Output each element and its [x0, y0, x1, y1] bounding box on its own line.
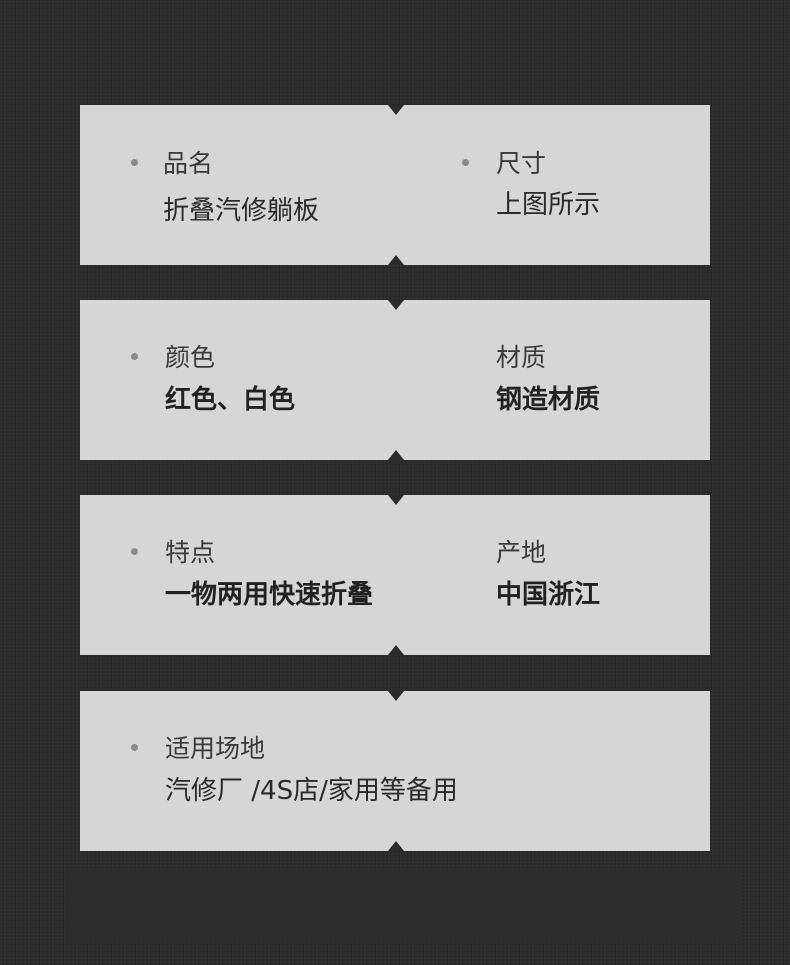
spec-label-name: 品名 — [163, 149, 214, 178]
spec-card-name-size: 品名 折叠汽修躺板 尺寸 上图所示 — [80, 105, 710, 265]
bottom-band — [66, 868, 742, 940]
spec-card-feature-origin: 特点 一物两用快速折叠 产地 中国浙江 — [80, 495, 710, 655]
spec-value-color: 红色、白色 — [165, 385, 296, 415]
spec-value-origin: 中国浙江 — [496, 580, 601, 610]
bullet-icon — [131, 159, 138, 166]
spec-value-usage: 汽修厂 /4S店/家用等备用 — [165, 776, 458, 806]
spec-value-feature: 一物两用快速折叠 — [165, 580, 374, 610]
spec-card-usage: 适用场地 汽修厂 /4S店/家用等备用 — [80, 691, 710, 851]
spec-value-material: 钢造材质 — [496, 385, 601, 415]
spec-label-feature: 特点 — [165, 538, 216, 567]
spec-label-color: 颜色 — [165, 343, 216, 372]
bullet-icon — [131, 353, 138, 360]
spec-label-usage: 适用场地 — [165, 734, 266, 763]
spec-value-size: 上图所示 — [496, 190, 601, 220]
bullet-icon — [462, 159, 469, 166]
spec-value-name: 折叠汽修躺板 — [163, 196, 320, 226]
spec-label-size: 尺寸 — [496, 149, 547, 178]
bullet-icon — [131, 548, 138, 555]
spec-label-material: 材质 — [496, 343, 547, 372]
bullet-icon — [131, 744, 138, 751]
spec-card-color-material: 颜色 红色、白色 材质 钢造材质 — [80, 300, 710, 460]
spec-label-origin: 产地 — [496, 538, 547, 567]
